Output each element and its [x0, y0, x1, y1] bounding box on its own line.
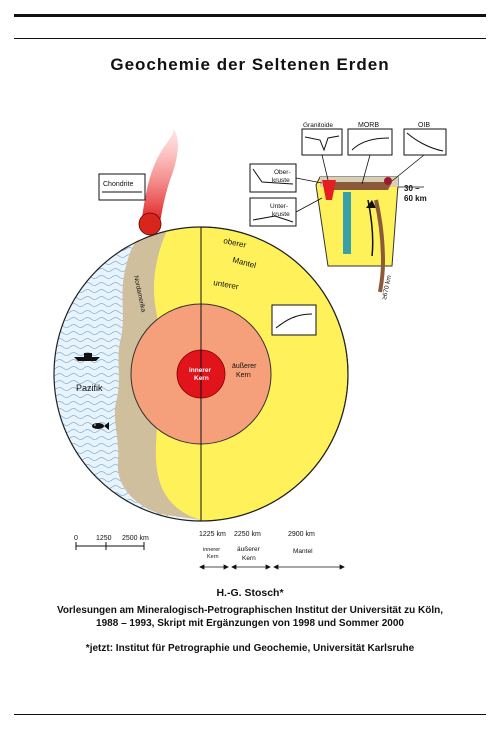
page-title: Geochemie der Seltenen Erden — [110, 55, 390, 74]
granitoide-label: Granitoide — [303, 122, 333, 129]
unterer-label: unterer — [213, 278, 240, 291]
fish-icon — [92, 422, 109, 430]
zone-outer-core-2: Kern — [242, 555, 256, 562]
plume-head — [138, 212, 162, 236]
distance-1225: 1225 km — [199, 531, 226, 538]
scale-tick-2: 2500 km — [122, 535, 149, 542]
depth-label-2: 60 km — [404, 194, 427, 203]
chondrite-graph-box — [98, 173, 146, 201]
oberkruste-label-1: Ober- — [274, 169, 291, 176]
inner-core-label-1: innerer — [189, 367, 212, 374]
zone-inner-core-2: Kern — [207, 554, 219, 560]
oib-graph-box — [403, 128, 447, 156]
inset-connectors — [295, 154, 425, 213]
scale-tick-0: 0 — [74, 535, 78, 542]
unterkruste-label-1: Unter- — [270, 203, 288, 210]
unterkruste-label-2: kruste — [272, 211, 290, 218]
top-rule-thick — [14, 14, 486, 17]
outer-core-label-1: äußerer — [232, 363, 257, 370]
morb-label: MORB — [358, 122, 379, 129]
scale-tick-1: 1250 — [96, 535, 112, 542]
ship-icon — [74, 353, 100, 361]
zone-mantle: Mantel — [293, 548, 313, 555]
mantle-plume — [142, 128, 178, 222]
earth-cross-section-figure: Chondrite Granitoide MORB OIB Ober- krus… — [53, 122, 447, 570]
granitoide-graph-box — [301, 128, 343, 156]
top-rule-thin — [14, 38, 486, 39]
scale-bar — [75, 542, 145, 550]
mantle-ree-graph-box — [271, 304, 317, 336]
lecture-line-1: Vorlesungen am Mineralogisch-Petrographi… — [57, 605, 443, 616]
outer-core-label-2: Kern — [236, 372, 251, 379]
distance-2900: 2900 km — [288, 531, 315, 538]
lecture-line-2: 1988 – 1993, Skript mit Ergänzungen von … — [96, 618, 404, 629]
zone-inner-core-1: innerer — [203, 547, 220, 553]
oberkruste-graph-box — [249, 163, 297, 193]
affiliation-footnote: *jetzt: Institut für Petrographie und Ge… — [85, 643, 415, 654]
inner-core-label-2: Kern — [194, 375, 209, 382]
chondrite-label: Chondrite — [103, 181, 133, 188]
unterkruste-graph-box — [249, 197, 297, 227]
radial-zone-arrows — [199, 564, 345, 570]
distance-2250: 2250 km — [234, 531, 261, 538]
oberkruste-label-2: kruste — [272, 177, 290, 184]
bottom-rule — [14, 714, 486, 715]
author-line: H.-G. Stosch* — [216, 587, 284, 599]
morb-graph-box — [347, 128, 393, 156]
lecture-info: Vorlesungen am Mineralogisch-Petrographi… — [14, 604, 486, 630]
crust-section-inset — [315, 176, 399, 293]
depth-label-1: 30 – — [404, 184, 420, 193]
pazifik-label: Pazifik — [76, 383, 103, 393]
zone-outer-core-1: äußerer — [237, 546, 261, 553]
oib-label: OIB — [418, 122, 430, 129]
